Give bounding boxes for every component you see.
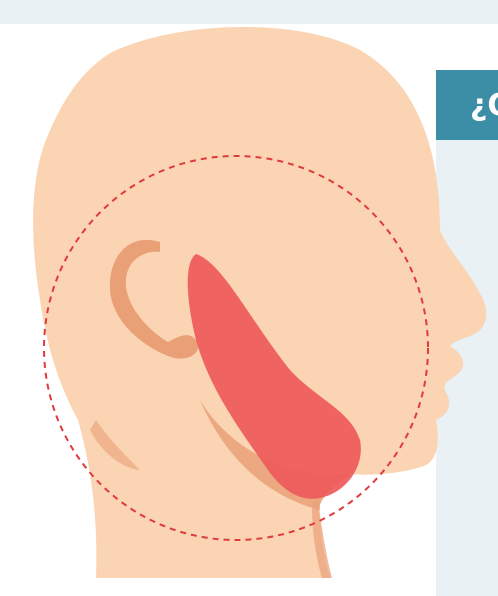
infographic-stage: ¿Q — [0, 0, 498, 596]
head-profile-illustration — [0, 0, 498, 596]
